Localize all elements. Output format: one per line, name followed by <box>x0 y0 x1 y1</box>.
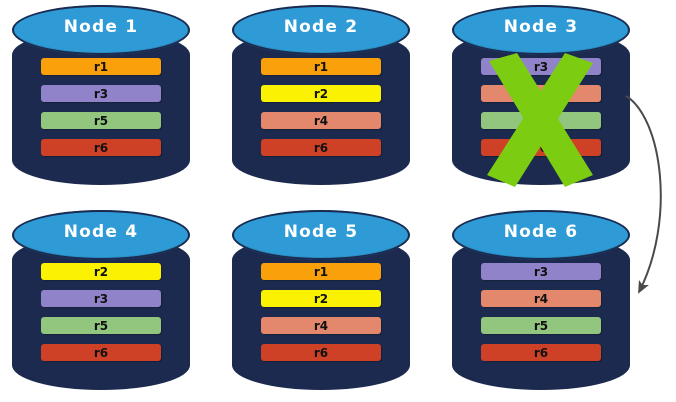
cylinder-top-ellipse <box>452 5 630 55</box>
record-bar[interactable]: r5 <box>481 112 601 129</box>
record-bar-label: r1 <box>93 59 109 74</box>
record-bar[interactable]: r3 <box>41 85 161 102</box>
cylinder-top-ellipse <box>452 210 630 260</box>
record-bar-label: r3 <box>533 264 549 279</box>
record-bar-list: r1 r2 r4 r6 <box>261 58 381 156</box>
record-bar[interactable]: r4 <box>481 290 601 307</box>
record-bar-label: r6 <box>533 140 549 155</box>
record-bar[interactable]: r3 <box>41 290 161 307</box>
record-bar-label: r6 <box>93 140 109 155</box>
record-bar[interactable]: r5 <box>41 317 161 334</box>
record-bar[interactable]: r1 <box>261 58 381 75</box>
arrow-path <box>625 95 662 294</box>
record-bar[interactable]: r2 <box>41 263 161 280</box>
record-bar-label: r3 <box>93 291 109 306</box>
record-bar-label: r5 <box>533 318 549 333</box>
record-bar-label: r3 <box>533 59 549 74</box>
record-bar-label: r2 <box>93 264 109 279</box>
record-bar-label: r6 <box>313 345 329 360</box>
record-bar-list: r2 r3 r5 r6 <box>41 263 161 361</box>
record-bar[interactable]: r1 <box>41 58 161 75</box>
record-bar-label: r1 <box>313 59 329 74</box>
record-bar-label: r5 <box>533 113 549 128</box>
record-bar-label: r6 <box>93 345 109 360</box>
record-bar-list: r1 r2 r4 r6 <box>261 263 381 361</box>
record-bar-label: r6 <box>313 140 329 155</box>
record-bar[interactable]: r6 <box>481 139 601 156</box>
record-bar[interactable]: r2 <box>261 290 381 307</box>
record-bar-label: r4 <box>533 291 549 306</box>
record-bar-label: r4 <box>533 86 549 101</box>
cylinder-body <box>452 235 630 390</box>
record-bar[interactable]: r3 <box>481 58 601 75</box>
record-bar-label: r5 <box>93 318 109 333</box>
record-bar[interactable]: r6 <box>481 344 601 361</box>
record-bar[interactable]: r4 <box>481 85 601 102</box>
record-bar-label: r6 <box>533 345 549 360</box>
cylinder-body <box>12 235 190 390</box>
record-bar[interactable]: r3 <box>481 263 601 280</box>
cylinder-body <box>232 235 410 390</box>
cylinder-top-ellipse <box>12 210 190 260</box>
record-bar[interactable]: r6 <box>41 139 161 156</box>
record-bar-label: r2 <box>313 86 329 101</box>
cylinder-top-ellipse <box>232 210 410 260</box>
record-bar[interactable]: r4 <box>261 317 381 334</box>
record-bar[interactable]: r1 <box>261 263 381 280</box>
record-bar[interactable]: r6 <box>41 344 161 361</box>
record-bar[interactable]: r6 <box>261 344 381 361</box>
record-bar-list: r1 r3 r5 r6 <box>41 58 161 156</box>
record-bar-label: r4 <box>313 113 329 128</box>
record-bar-label: r3 <box>93 86 109 101</box>
record-bar-list: r3 r4 r5 r6 <box>481 263 601 361</box>
record-bar[interactable]: r5 <box>481 317 601 334</box>
record-bar-label: r4 <box>313 318 329 333</box>
cylinder-body <box>12 30 190 185</box>
cylinder-top-ellipse <box>232 5 410 55</box>
record-bar-label: r1 <box>313 264 329 279</box>
record-bar-label: r2 <box>313 291 329 306</box>
record-bar[interactable]: r2 <box>261 85 381 102</box>
record-bar-list: r3 r4 r5 r6 <box>481 58 601 156</box>
record-bar[interactable]: r4 <box>261 112 381 129</box>
record-bar[interactable]: r6 <box>261 139 381 156</box>
cylinder-top-ellipse <box>12 5 190 55</box>
cylinder-body <box>232 30 410 185</box>
record-bar[interactable]: r5 <box>41 112 161 129</box>
record-bar-label: r5 <box>93 113 109 128</box>
